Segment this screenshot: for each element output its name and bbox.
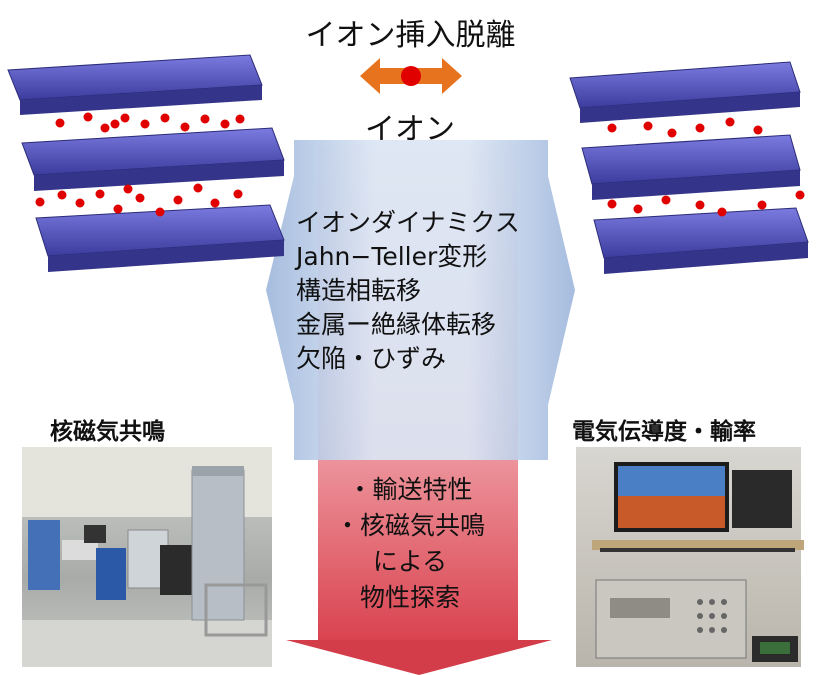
- ion-dot: [401, 66, 421, 86]
- property-item: 欠陥・ひずみ: [296, 344, 447, 373]
- property-item: イオンダイナミクス: [296, 208, 520, 237]
- ion-insertion-title: イオン挿入脱離: [305, 18, 516, 53]
- left-layer-bottom: [35, 204, 285, 272]
- right-layered-structure: [569, 61, 809, 274]
- right-layer-bottom: [593, 207, 809, 274]
- properties-double-arrow-box: [266, 140, 575, 460]
- nmr-caption: 核磁気共鳴: [50, 419, 165, 445]
- method-item: ・核磁気共鳴: [334, 511, 485, 540]
- ion-label: イオン: [365, 112, 455, 147]
- conductivity-setup-photo: [576, 447, 804, 667]
- method-item: 物性探索: [359, 583, 460, 612]
- property-item: 金属ー絶縁体転移: [296, 310, 497, 339]
- conductivity-caption: 電気伝導度・輸率: [572, 419, 756, 445]
- left-layer-middle: [21, 127, 285, 191]
- research-method-list: ・輸送特性 ・核磁気共鳴 による 物性探索: [300, 472, 520, 616]
- property-item: Jahn−Teller変形: [296, 242, 488, 271]
- properties-list: イオンダイナミクス Jahn−Teller変形 構造相転移 金属ー絶縁体転移 欠…: [282, 206, 572, 376]
- ion-exchange-arrows: [360, 58, 462, 94]
- left-ions: [35, 112, 245, 217]
- left-layered-structure: [7, 54, 285, 272]
- property-item: 構造相転移: [296, 276, 422, 305]
- right-layer-top: [569, 61, 801, 123]
- method-item: による: [372, 547, 448, 576]
- nmr-lab-photo: [22, 447, 272, 667]
- method-item: ・輸送特性: [347, 475, 473, 504]
- right-layer-middle: [581, 134, 801, 200]
- right-ions: [607, 117, 805, 217]
- left-layer-top: [7, 54, 263, 115]
